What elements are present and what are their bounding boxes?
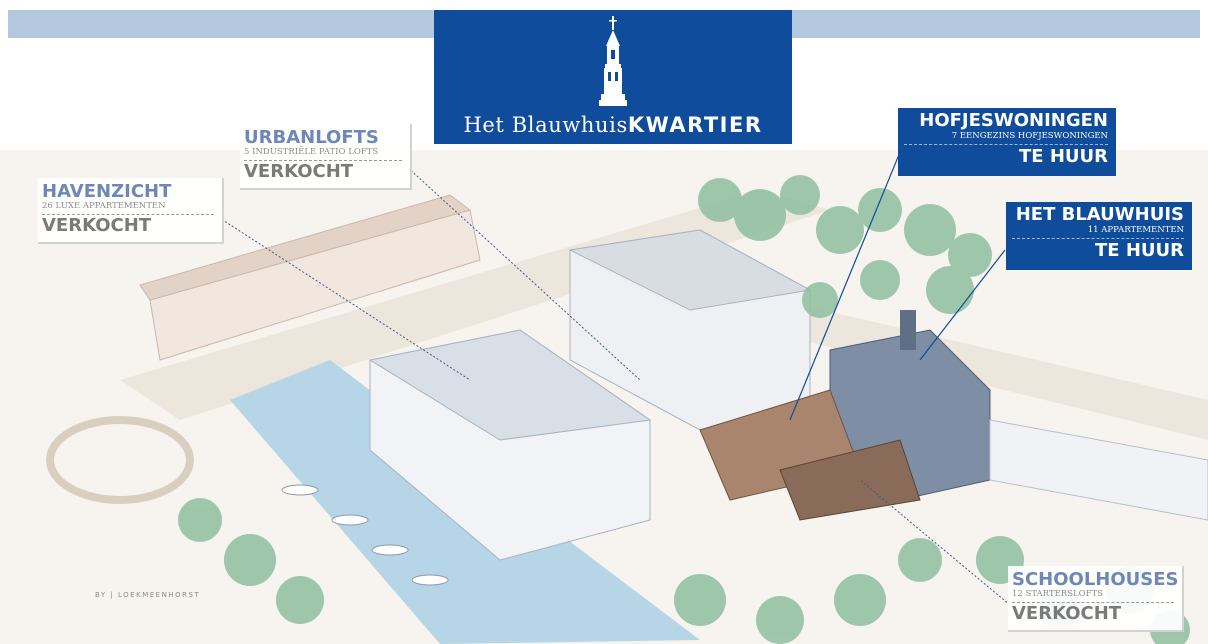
blauwhuis-tower xyxy=(900,310,916,350)
boats xyxy=(281,484,449,586)
houses-row-left-roof xyxy=(139,194,472,301)
label-schoolhouses[interactable]: SCHOOLHOUSES 12 STARTERSLOFTS VERKOCHT xyxy=(1008,566,1184,632)
label-hofjeswoningen-sub: 7 EENGEZINS HOFJESWONINGEN xyxy=(904,131,1108,145)
label-urbanlofts[interactable]: URBANLOFTS 5 INDUSTRIËLE PATIO LOFTS VER… xyxy=(240,124,412,190)
brand-title-regular: Het Blauwhuis xyxy=(463,113,628,137)
label-havenzicht[interactable]: HAVENZICHT 26 LUXE APPARTEMENTEN VERKOCH… xyxy=(38,178,224,244)
label-hofjeswoningen[interactable]: HOFJESWONINGEN 7 EENGEZINS HOFJESWONINGE… xyxy=(898,108,1116,176)
label-schoolhouses-name: SCHOOLHOUSES xyxy=(1012,569,1179,590)
leader-line-blauwhuis xyxy=(919,249,1006,361)
credit-name: LOEKMEENHORST xyxy=(118,591,201,599)
credit-divider: | xyxy=(106,591,119,599)
brand-title-bold: KWARTIER xyxy=(627,113,763,137)
credit-by: BY xyxy=(95,591,107,599)
leader-line-urbanlofts xyxy=(404,164,641,381)
label-blauwhuis-sub: 11 APPARTEMENTEN xyxy=(1012,225,1184,239)
roundabout xyxy=(46,416,194,504)
houses-row-right xyxy=(989,419,1208,521)
label-havenzicht-name: HAVENZICHT xyxy=(42,181,172,202)
leader-line-schoolhouses xyxy=(859,479,1011,606)
label-schoolhouses-status: VERKOCHT xyxy=(1012,603,1122,624)
tower-icon xyxy=(599,16,627,106)
label-urbanlofts-sub: 5 INDUSTRIËLE PATIO LOFTS xyxy=(244,147,402,161)
brand-logo: Het BlauwhuisKWARTIER xyxy=(434,10,792,144)
label-blauwhuis[interactable]: HET BLAUWHUIS 11 APPARTEMENTEN TE HUUR xyxy=(1006,202,1192,270)
road xyxy=(760,300,1208,440)
label-havenzicht-sub: 26 LUXE APPARTEMENTEN xyxy=(42,201,214,215)
brand-title: Het BlauwhuisKWARTIER xyxy=(434,113,792,137)
leader-line-havenzicht xyxy=(214,214,471,381)
havenzicht-roof xyxy=(368,329,652,441)
schoolhouses-building xyxy=(779,439,921,521)
label-schoolhouses-sub: 12 STARTERSLOFTS xyxy=(1012,589,1174,603)
label-urbanlofts-name: URBANLOFTS xyxy=(244,127,379,148)
label-blauwhuis-status: TE HUUR xyxy=(1095,240,1184,261)
label-blauwhuis-name: HET BLAUWHUIS xyxy=(1015,204,1184,225)
label-hofjeswoningen-status: TE HUUR xyxy=(1019,146,1108,167)
artist-credit: BY | LOEKMEENHORST xyxy=(95,591,200,599)
label-havenzicht-status: VERKOCHT xyxy=(42,215,152,236)
label-urbanlofts-status: VERKOCHT xyxy=(244,161,354,182)
leader-line-hofjes xyxy=(789,139,906,421)
label-hofjeswoningen-name: HOFJESWONINGEN xyxy=(919,110,1108,131)
